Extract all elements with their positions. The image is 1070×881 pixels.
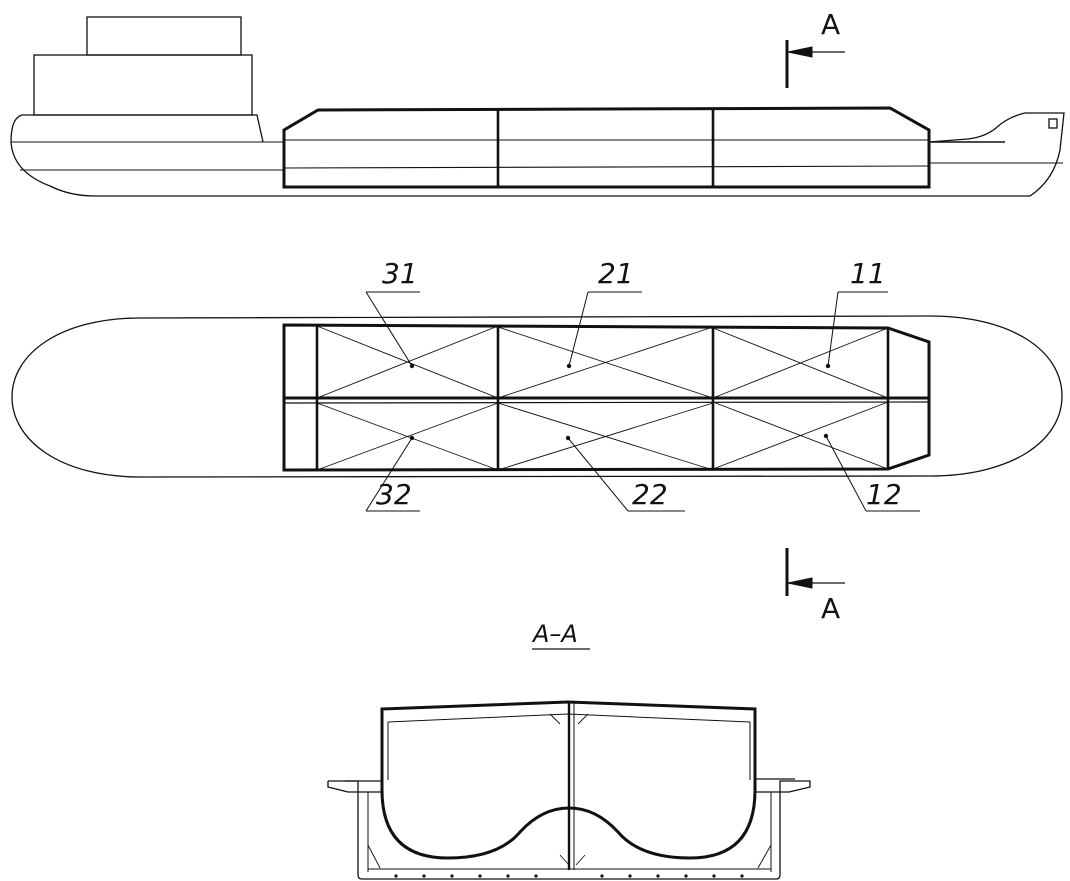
plan-hull-outline: [11, 315, 1063, 478]
side-view: [10, 16, 1065, 197]
section-arrow-bottom: [785, 548, 845, 596]
bottom-stiffeners: [394, 874, 744, 878]
section-arrow-top: [785, 40, 845, 88]
aft-deck: [22, 114, 264, 143]
tank-label-12: 12: [866, 478, 902, 511]
section-mark-bottom: A: [821, 592, 840, 625]
wheelhouse-lower: [33, 54, 253, 116]
tank-label-22: 22: [632, 478, 668, 511]
cargo-tank-block: [282, 106, 931, 189]
anchor-mark: [1048, 118, 1058, 129]
plan-view: [11, 291, 1063, 512]
tank-label-21: 21: [598, 257, 634, 290]
tank-line-lower: [283, 165, 930, 169]
tank-label-32: 32: [376, 478, 412, 511]
section-hull: [328, 780, 811, 880]
tank-label-11: 11: [850, 257, 886, 290]
leader-lines: [365, 291, 920, 512]
tank-label-31: 31: [382, 257, 418, 290]
section-mark-top: A: [821, 8, 840, 41]
wheelhouse-upper: [86, 16, 242, 56]
hull-outline: [10, 112, 1065, 197]
leader-dots: [409, 363, 831, 441]
section-title: A–A: [531, 620, 578, 648]
cross-section: [327, 700, 811, 880]
centerline-bulkhead-2: [283, 401, 930, 404]
tank-diagonals: [316, 325, 889, 471]
